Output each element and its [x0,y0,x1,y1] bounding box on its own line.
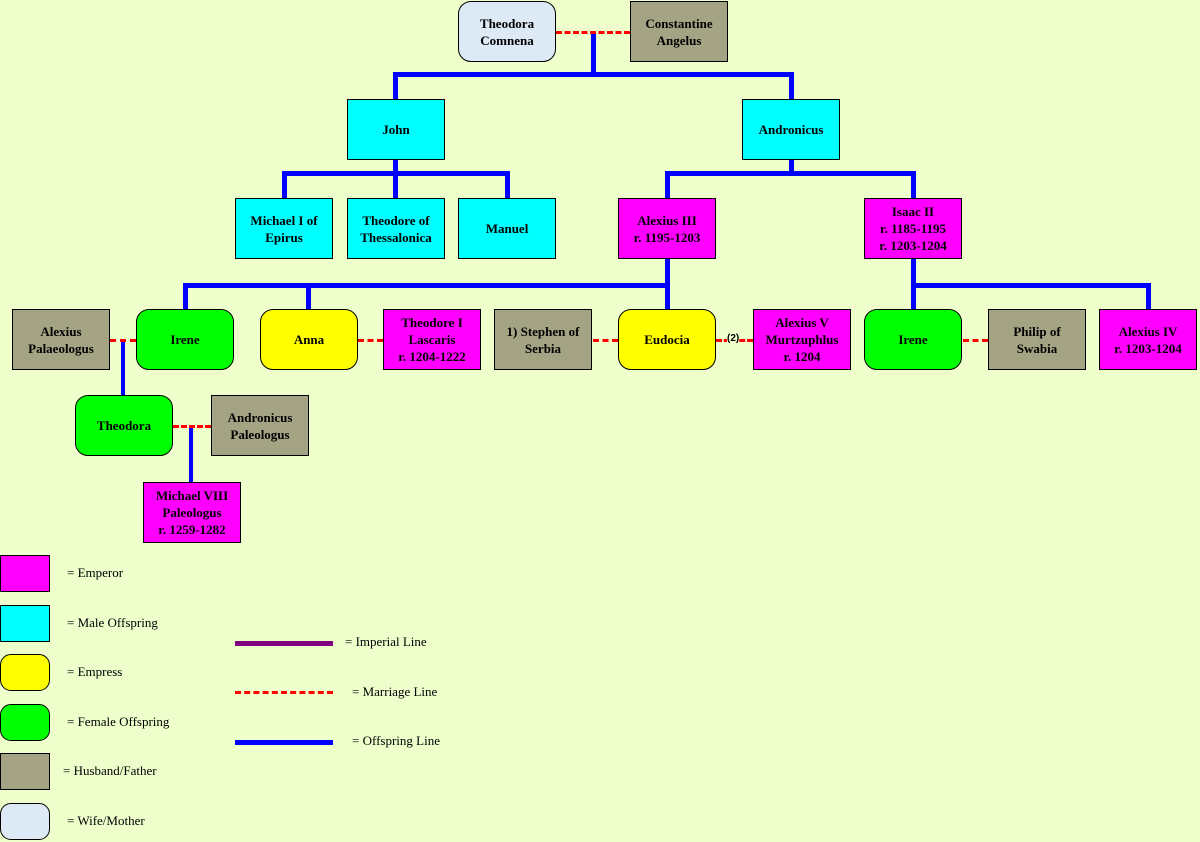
offspring-line [183,283,670,288]
offspring-line [393,72,793,77]
person-name: Michael I of Epirus [250,212,318,245]
legend-offspring-line [235,740,333,745]
person-philip: Philip of Swabia [988,309,1086,370]
person-name: John [382,122,410,137]
legend-swatch-husband-father [0,753,50,790]
legend-label: = Empress [67,664,123,679]
person-name: 1) Stephen of Serbia [506,323,580,356]
person-michael-viii: Michael VIII Paleologus r. 1259-1282 [143,482,241,543]
offspring-line [1146,283,1151,310]
person-name: Michael VIII Paleologus r. 1259-1282 [155,488,229,537]
marriage-line [173,425,211,428]
legend-swatch-male-offspring [0,604,50,642]
person-name: Alexius Palaeologus [28,323,94,356]
legend-swatch-empress [0,654,50,691]
offspring-line [789,72,794,100]
offspring-line [393,72,398,100]
legend-label: = Marriage Line [352,683,438,699]
legend-marriage-line [235,690,333,694]
person-name: Andronicus Paleologus [227,409,293,442]
person-constantine-angelus: Constantine Angelus [630,1,728,62]
person-name: Manuel [485,221,529,236]
person-name: Theodora Comnena [479,15,535,48]
legend-label: = Imperial Line [345,634,427,649]
marriage-line [963,339,988,342]
offspring-line [393,160,398,199]
person-name: Theodore I Lascaris r. 1204-1222 [398,315,466,364]
offspring-line [282,171,510,176]
person-theodora: Theodora [75,395,173,456]
person-name: Andronicus [758,122,824,137]
person-alexius-iii: Alexius III r. 1195-1203 [618,198,716,259]
person-alexius-iv: Alexius IV r. 1203-1204 [1099,309,1197,370]
offspring-line [505,171,510,199]
person-name: Philip of Swabia [1013,323,1061,356]
legend-label: = Offspring Line [352,733,440,748]
person-name: Alexius III r. 1195-1203 [633,212,701,245]
person-name: Theodora [96,418,152,433]
marriage-line [593,339,618,342]
offspring-line [591,32,596,76]
person-name: Isaac II r. 1185-1195 r. 1203-1204 [879,204,947,253]
person-name: Theodore of Thessalonica [360,212,432,245]
marriage-line [358,339,383,342]
person-theodore-thessalonica: Theodore of Thessalonica [347,198,445,259]
legend-imperial-line [235,641,333,646]
offspring-line [911,283,1151,288]
offspring-line [306,283,311,310]
offspring-line [183,283,188,310]
person-eudocia: Eudocia [618,309,716,370]
offspring-line [665,171,916,176]
marriage-line [556,31,630,34]
person-name: Constantine Angelus [645,15,713,48]
offspring-line [282,171,287,199]
second-marriage-note: (2) [727,333,740,344]
person-name: Irene [170,332,200,347]
offspring-line [665,171,670,199]
person-michael-i: Michael I of Epirus [235,198,333,259]
person-theodore-i: Theodore I Lascaris r. 1204-1222 [383,309,481,370]
legend-swatch-wife-mother [0,802,50,840]
person-name: Anna [293,332,325,347]
person-alexius-v: Alexius V Murtzuphlus r. 1204 [753,309,851,370]
legend-label: = Husband/Father [63,763,157,778]
person-manuel: Manuel [458,198,556,259]
person-irene-2: Irene [864,309,962,370]
person-andronicus: Andronicus [742,99,840,160]
legend-label: = Wife/Mother [67,812,145,828]
person-name: Alexius IV r. 1203-1204 [1114,323,1182,356]
legend-swatch-emperor [0,555,50,592]
legend-label: = Male Offspring [67,614,158,630]
legend-label: = Emperor [67,565,124,580]
person-stephen: 1) Stephen of Serbia [494,309,592,370]
person-name: Irene [898,332,928,347]
offspring-line [189,426,193,483]
person-anna: Anna [260,309,358,370]
legend-swatch-female-offspring [0,703,50,741]
person-irene-1: Irene [136,309,234,370]
person-andronicus-paleologus: Andronicus Paleologus [211,395,309,456]
marriage-line [110,339,136,342]
person-name: Eudocia [644,332,690,347]
person-alexius-palaeologus: Alexius Palaeologus [12,309,110,370]
person-isaac-ii: Isaac II r. 1185-1195 r. 1203-1204 [864,198,962,259]
person-name: Alexius V Murtzuphlus r. 1204 [765,315,839,364]
offspring-line [121,340,125,396]
person-john: John [347,99,445,160]
offspring-line [789,160,794,175]
legend-label: = Female Offspring [67,713,170,729]
offspring-line [911,171,916,199]
person-theodora-comnena: Theodora Comnena [458,1,556,62]
